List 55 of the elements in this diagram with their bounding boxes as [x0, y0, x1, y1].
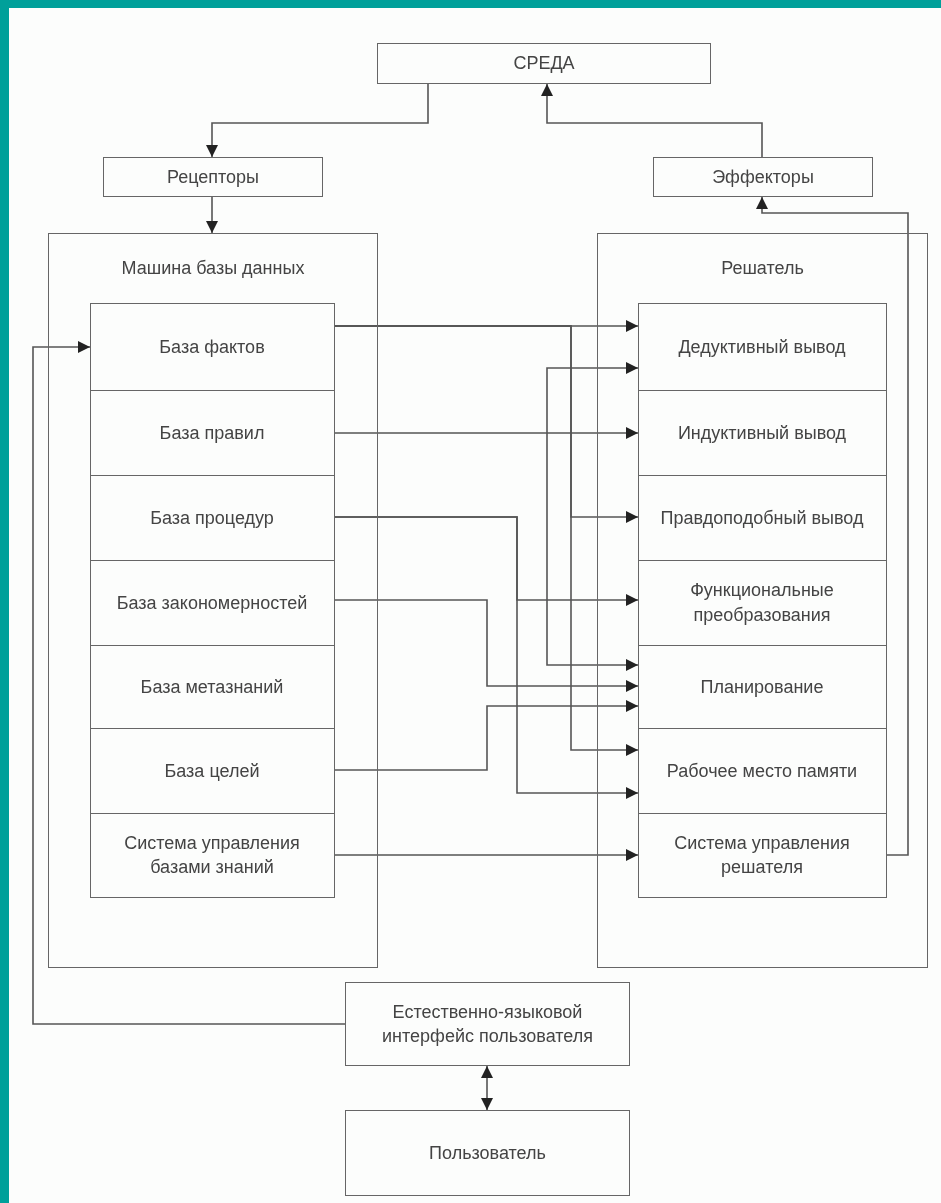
node-label: Рабочее место памяти	[665, 759, 859, 783]
component-box	[637, 559, 887, 646]
arrow	[546, 362, 639, 671]
arrow	[334, 700, 639, 771]
arrow	[334, 427, 639, 439]
container-title: Машина базы данных	[120, 257, 306, 280]
node-label: База фактов	[158, 335, 266, 359]
environment-box	[377, 43, 711, 84]
node-label: База метазнаний	[139, 675, 285, 699]
node-label: Эффекторы	[711, 165, 815, 189]
node-label: Рецепторы	[165, 165, 261, 189]
node-label: СРЕДА	[512, 52, 576, 76]
process-box	[103, 157, 323, 197]
arrow	[481, 1065, 493, 1111]
process-box	[653, 157, 873, 197]
container-box	[597, 233, 928, 968]
node-label: База закономерностей	[115, 591, 309, 615]
arrow	[334, 599, 639, 692]
component-box	[89, 812, 335, 898]
node-label: Правдоподобный вывод	[659, 506, 865, 530]
node-label: Дедуктивный вывод	[677, 335, 847, 359]
node-label: Система управления базами знаний	[123, 831, 301, 880]
node-label: База процедур	[149, 506, 275, 530]
node-label: Планирование	[699, 675, 825, 699]
component-box	[89, 302, 335, 391]
component-box	[637, 812, 887, 898]
arrow	[334, 849, 639, 861]
component-box	[89, 644, 335, 729]
arrow	[756, 196, 909, 856]
component-box	[637, 474, 887, 561]
arrow	[32, 341, 346, 1025]
node-label: База целей	[163, 759, 261, 783]
component-box	[89, 727, 335, 814]
arrow	[206, 196, 218, 234]
node-label: Система управления решателя	[673, 831, 851, 880]
component-box	[637, 302, 887, 391]
component-box	[637, 727, 887, 814]
arrow	[206, 83, 429, 158]
node-label: Функциональные преобразования	[689, 579, 835, 627]
arrow	[334, 516, 639, 799]
node-label: Пользователь	[428, 1141, 547, 1165]
arrow	[541, 83, 763, 158]
interface-box	[345, 982, 630, 1066]
node-label: Индуктивный вывод	[676, 421, 848, 445]
arrow	[334, 325, 639, 756]
component-box	[89, 474, 335, 561]
component-box	[637, 389, 887, 476]
user-box	[345, 1110, 630, 1196]
container-title: Решатель	[720, 257, 805, 280]
container-box	[48, 233, 378, 968]
component-box	[89, 389, 335, 476]
node-label: База правил	[158, 421, 266, 445]
node-label: Естественно-языковой интерфейс пользователя	[381, 1000, 594, 1048]
component-box	[637, 644, 887, 729]
component-box	[89, 559, 335, 646]
